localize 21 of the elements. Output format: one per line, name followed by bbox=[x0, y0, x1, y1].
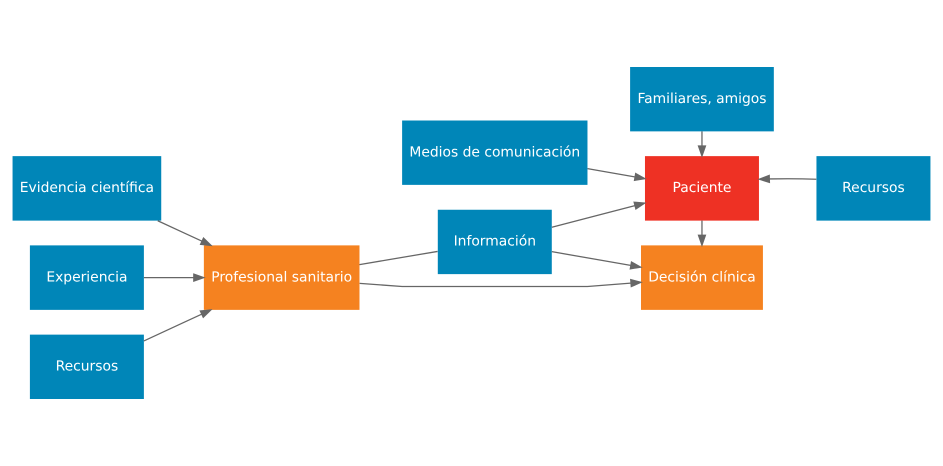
node-box: Información bbox=[438, 210, 552, 274]
arrow bbox=[698, 131, 706, 158]
node-box: Familiares, amigos bbox=[630, 66, 774, 132]
node-box: Recursos bbox=[30, 334, 144, 400]
arrow bbox=[157, 220, 213, 246]
arrow bbox=[698, 220, 706, 248]
arrow bbox=[552, 251, 643, 270]
node-box: Recursos bbox=[816, 156, 930, 221]
arrow bbox=[144, 273, 206, 282]
node-box: Experiencia bbox=[30, 245, 144, 310]
arrow bbox=[360, 278, 643, 288]
node-box: Paciente bbox=[644, 156, 759, 221]
arrow bbox=[757, 174, 816, 184]
node-box: Medios de comunicación bbox=[402, 120, 588, 185]
node-box: Profesional sanitario bbox=[204, 245, 360, 310]
arrow bbox=[552, 202, 647, 228]
connector bbox=[359, 250, 438, 266]
node-box: Evidencia científica bbox=[12, 156, 162, 221]
node-box: Decisión clínica bbox=[641, 245, 763, 310]
arrow bbox=[587, 168, 647, 182]
arrow bbox=[144, 309, 213, 342]
